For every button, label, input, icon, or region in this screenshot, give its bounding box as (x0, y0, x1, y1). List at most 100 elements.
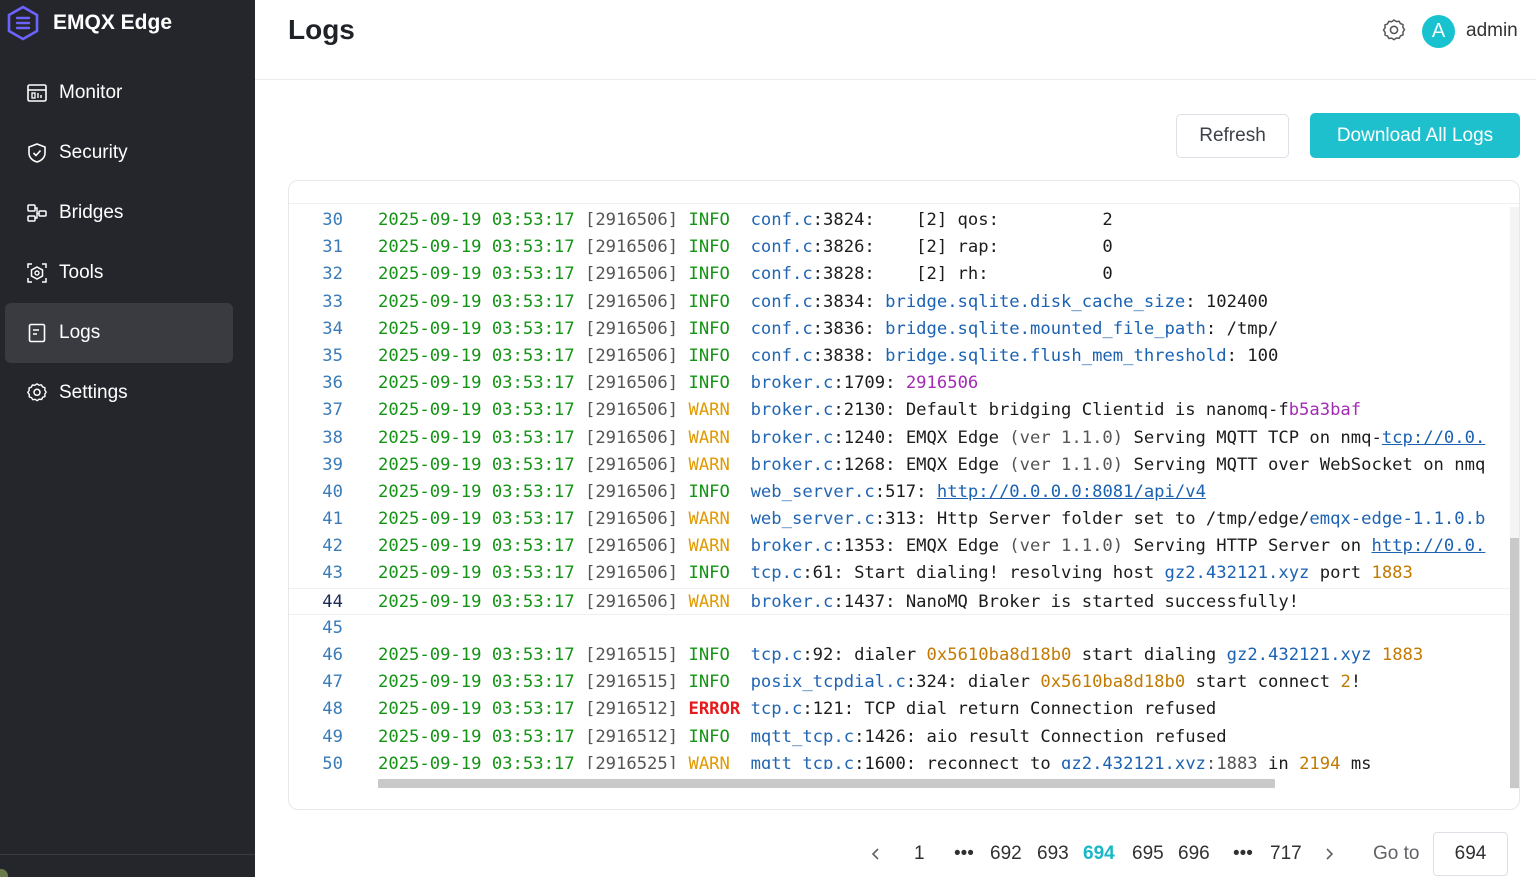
log-timestamp: 2025-09-19 03:53:17 (378, 237, 575, 258)
log-message-part[interactable]: http://0.0. (1371, 536, 1486, 557)
log-level: INFO (688, 373, 741, 394)
log-pid: [2916506] (584, 400, 679, 421)
log-message-part (875, 292, 885, 312)
log-source-file: broker.c (750, 536, 834, 557)
log-timestamp: 2025-09-19 03:53:17 (378, 645, 575, 665)
page-695[interactable]: 695 (1132, 843, 1164, 864)
refresh-button[interactable]: Refresh (1176, 114, 1289, 158)
log-level: WARN (688, 400, 741, 421)
log-message-part: dialer (957, 672, 1041, 693)
log-space (678, 645, 688, 665)
log-space (740, 428, 750, 448)
log-message-part: : 102400 (1185, 291, 1269, 312)
log-space (678, 428, 688, 448)
page-717[interactable]: 717 (1270, 843, 1302, 864)
app-name: EMQX Edge (53, 11, 173, 34)
sidebar-item-label: Logs (59, 322, 101, 343)
log-message-part (875, 346, 885, 366)
sidebar-item-logs[interactable]: Logs (5, 303, 233, 363)
avatar[interactable]: A (1422, 15, 1455, 48)
log-pid: [2916506] (584, 509, 679, 530)
log-space (740, 699, 750, 719)
settings-gear-icon[interactable] (1381, 18, 1407, 44)
log-message-part: EMQX Edge (895, 427, 1010, 448)
log-pid: [2916515] (584, 672, 679, 693)
log-space (575, 319, 585, 339)
log-space (740, 292, 750, 312)
log-timestamp: 2025-09-19 03:53:17 (378, 726, 575, 747)
chevron-right-icon[interactable] (1322, 832, 1336, 876)
log-space (678, 699, 688, 719)
log-space (678, 754, 688, 769)
log-level: WARN (688, 509, 741, 530)
log-text: 2025-09-19 03:53:17 [2916506] WARN broke… (378, 533, 1485, 560)
collapse-toggle[interactable] (0, 869, 8, 877)
log-text: 2025-09-19 03:53:17 [2916512] ERROR tcp.… (378, 696, 1216, 723)
username[interactable]: admin (1466, 20, 1518, 41)
log-timestamp: 2025-09-19 03:53:17 (378, 481, 575, 502)
sidebar-item-monitor[interactable]: Monitor (5, 63, 233, 123)
page-692[interactable]: 692 (990, 843, 1022, 864)
page-ellipsis-prev[interactable]: ••• (954, 843, 974, 864)
log-pid: [2916506] (584, 345, 679, 366)
log-text: 2025-09-19 03:53:17 [2916512] INFO mqtt_… (378, 724, 1227, 751)
log-timestamp: 2025-09-19 03:53:17 (378, 454, 575, 475)
log-message-part: :1883 (1205, 753, 1258, 769)
goto-page-input[interactable] (1433, 832, 1508, 876)
log-space (575, 592, 585, 612)
log-space (740, 672, 750, 692)
page-1[interactable]: 1 (914, 843, 925, 864)
log-level: INFO (688, 210, 741, 230)
sidebar-item-security[interactable]: Security (5, 123, 233, 183)
top-header: Logs A admin (255, 0, 1536, 80)
log-timestamp: 2025-09-19 03:53:17 (378, 318, 575, 339)
log-pid: [2916506] (584, 481, 679, 502)
page-ellipsis-next[interactable]: ••• (1233, 843, 1253, 864)
log-message-part: (ver 1.1.0) (1009, 454, 1124, 475)
log-pid: [2916506] (584, 454, 679, 475)
log-text: 2025-09-19 03:53:17 [2916506] INFO broke… (378, 370, 978, 397)
sidebar-item-label: Tools (59, 262, 104, 283)
log-message-part[interactable]: http://0.0.0.0:8081/api/v4 (936, 481, 1206, 502)
vertical-scrollbar-thumb[interactable] (1510, 538, 1519, 788)
log-message-part: in (1257, 753, 1300, 769)
sidebar-item-tools[interactable]: Tools (5, 243, 233, 303)
horizontal-scrollbar-thumb[interactable] (378, 779, 1275, 788)
goto-label: Go to (1373, 843, 1420, 864)
log-space (678, 264, 688, 284)
log-top-border (289, 203, 1519, 204)
vertical-scrollbar-track[interactable] (1510, 207, 1519, 789)
log-source-file: conf.c (750, 345, 813, 366)
log-text: 2025-09-19 03:53:17 [2916515] INFO posix… (378, 669, 1361, 696)
log-timestamp: 2025-09-19 03:53:17 (378, 264, 575, 285)
sidebar-item-settings[interactable]: Settings (5, 363, 233, 423)
brand[interactable]: EMQX Edge (5, 4, 172, 42)
log-space (575, 210, 585, 230)
log-timestamp: 2025-09-19 03:53:17 (378, 345, 575, 366)
log-space (678, 536, 688, 556)
page-693[interactable]: 693 (1037, 843, 1069, 864)
log-level: INFO (688, 237, 741, 258)
log-timestamp: 2025-09-19 03:53:17 (378, 753, 575, 769)
log-source-file: broker.c (750, 373, 834, 394)
log-message-part[interactable]: tcp://0.0. (1381, 427, 1486, 448)
log-pid: [2916506] (584, 427, 679, 448)
page-696[interactable]: 696 (1178, 843, 1210, 864)
log-message-part: : 100 (1226, 345, 1279, 366)
log-message-part: b5a3baf (1288, 400, 1362, 421)
log-message-part: 0x5610ba8d18b0 (926, 645, 1072, 665)
sidebar-item-bridges[interactable]: Bridges (5, 183, 233, 243)
page-694-current[interactable]: 694 (1083, 843, 1115, 864)
log-level: INFO (688, 645, 741, 665)
sidebar-item-label: Bridges (59, 202, 124, 223)
log-space (678, 373, 688, 393)
chevron-left-icon[interactable] (869, 832, 883, 876)
download-all-logs-button[interactable]: Download All Logs (1310, 113, 1520, 158)
log-text: 2025-09-19 03:53:17 [2916506] WARN broke… (378, 425, 1485, 452)
line-number: 44 (322, 591, 343, 612)
